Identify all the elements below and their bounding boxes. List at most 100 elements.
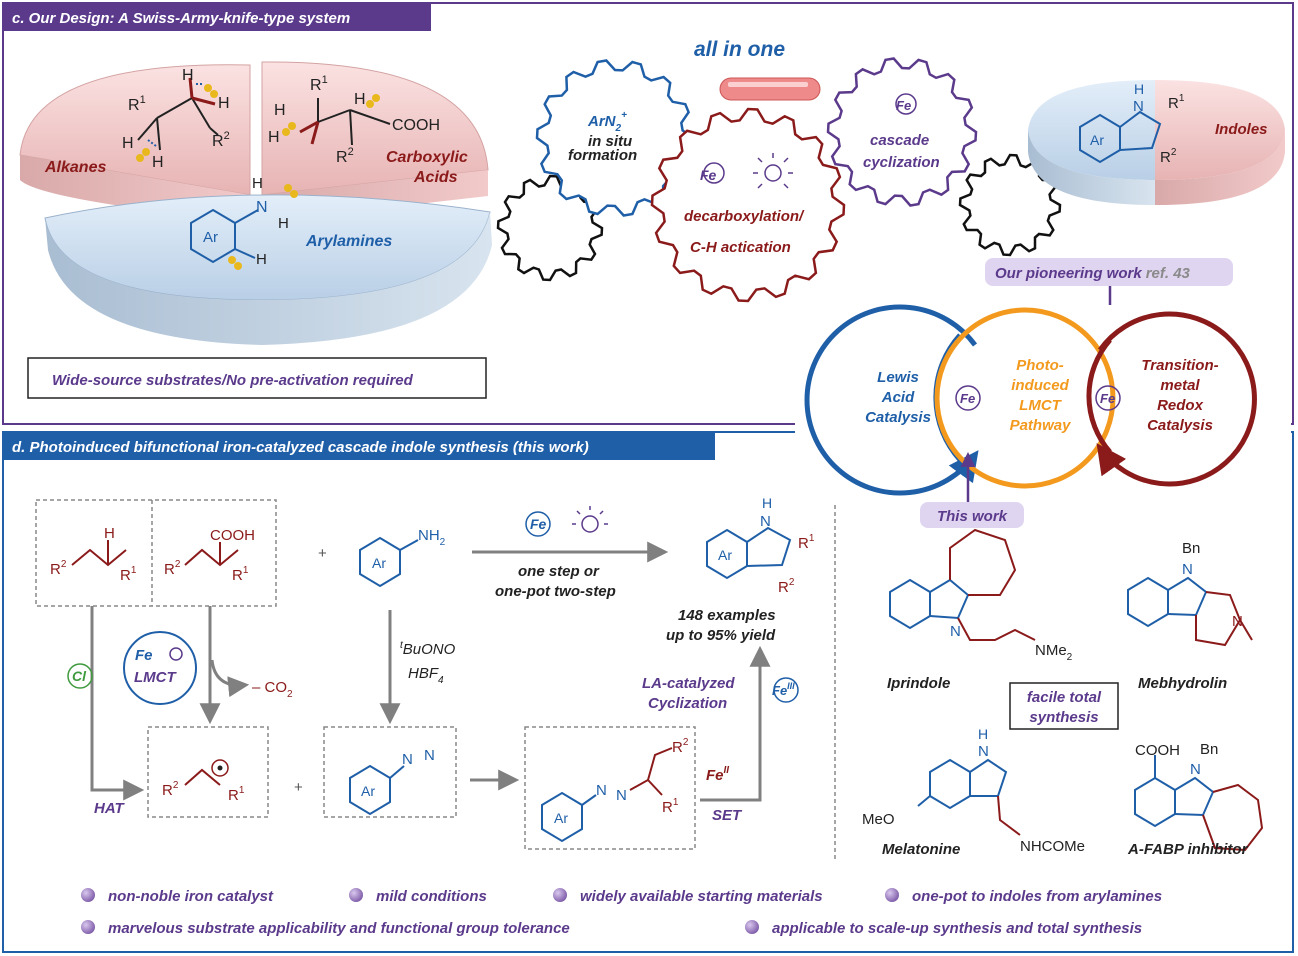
azo-r2: R2 — [672, 737, 689, 756]
prod-ar: Ar — [718, 547, 732, 563]
gear-red — [650, 107, 846, 303]
fe-cycle-icon-2 — [895, 93, 917, 115]
tbuono: tBuONO — [400, 640, 456, 658]
radical-r2: R2 — [162, 780, 179, 799]
diaz-n1: N — [402, 751, 413, 768]
bullet-3: widely available starting materials — [580, 888, 823, 905]
bullet-5: marvelous substrate applicability and fu… — [108, 920, 570, 937]
panel-d-title-bar — [3, 432, 715, 460]
arylamine-h1: H — [252, 175, 263, 192]
set-label: SET — [712, 807, 743, 824]
lmct-cycle — [934, 307, 1116, 489]
light-icon — [753, 153, 793, 189]
gear-purple-line1: cascade — [870, 132, 929, 149]
diaz-n2: N — [424, 747, 435, 764]
gear-blue-line1: ArN2+ — [587, 110, 627, 134]
iprindole-structure — [889, 578, 970, 630]
radical — [184, 768, 221, 786]
this-work-tag — [920, 502, 1024, 528]
fe3-label: FeIII — [772, 681, 795, 698]
mel-h: H — [978, 726, 988, 742]
arylamine-h3: H — [256, 251, 267, 268]
photo-3: LMCT — [1019, 397, 1062, 414]
alkane-d — [71, 540, 239, 567]
alkane-r1: R1 — [128, 94, 146, 114]
mebhydrolin-structure — [1127, 576, 1208, 628]
d-acid-r1: R1 — [232, 565, 249, 584]
hbf4: HBF4 — [408, 665, 444, 686]
lewis-3: Catalysis — [865, 409, 931, 426]
d-aryl-ar: Ar — [372, 555, 386, 571]
redox-cycle — [1096, 311, 1257, 487]
d-alkane-h: H — [104, 525, 115, 542]
la-label-1: LA-catalyzed — [642, 675, 735, 692]
mech-arrows — [90, 606, 771, 802]
gear-purple-line2: cyclization — [863, 154, 940, 171]
lewis-2: Acid — [881, 389, 915, 406]
hat-label: HAT — [94, 800, 126, 817]
radical-orbital — [211, 759, 229, 777]
photo-2: induced — [1011, 377, 1069, 394]
iprindole-nme2: NMe2 — [1035, 642, 1073, 663]
bullet-6: applicable to scale-up synthesis and tot… — [772, 920, 1142, 937]
fe-label-redox: Fe — [1100, 391, 1115, 406]
indole-ar: Ar — [1090, 132, 1104, 148]
alkane-structure — [137, 77, 219, 151]
d-aryl-nh2: NH2 — [418, 527, 446, 548]
afabp-cooh: COOH — [1135, 742, 1180, 759]
arylamine-h2: H — [278, 215, 289, 232]
co2-label: – CO2 — [252, 679, 293, 700]
scissors-icon — [136, 84, 380, 270]
lmct-light-icon — [169, 647, 183, 661]
acid-h3: H — [354, 91, 366, 108]
afabp-structure — [1134, 755, 1215, 828]
panel-c-title: c. Our Design: A Swiss-Army-knife-type s… — [12, 10, 350, 27]
indole-h: H — [1134, 81, 1144, 97]
alkane-h-right: H — [218, 95, 230, 112]
prod-h: H — [762, 495, 772, 511]
indole-product — [706, 526, 792, 580]
diaz-ar: Ar — [361, 783, 375, 799]
acid-r1: R1 — [310, 74, 328, 94]
acid-structure — [299, 98, 391, 146]
arylamine-d — [359, 536, 419, 588]
tm-2: metal — [1160, 377, 1200, 394]
cl-cycle-icon — [67, 663, 93, 689]
panel-d-title: d. Photoinduced bifunctional iron-cataly… — [12, 439, 589, 456]
bullet-2: mild conditions — [376, 888, 487, 905]
alkane-r2: R2 — [212, 130, 230, 150]
gear-cluster — [496, 57, 1062, 303]
tm-4: Catalysis — [1147, 417, 1213, 434]
note-box — [27, 357, 487, 399]
label-acids: Acids — [413, 169, 458, 186]
indoles-disk — [1028, 80, 1285, 205]
azo-adduct — [541, 791, 597, 843]
d-light-icon — [572, 506, 608, 533]
mel-nhcome: NHCOMe — [1020, 838, 1085, 855]
cycles-bg — [795, 305, 1291, 460]
note-text: Wide-source substrates/No pre-activation… — [52, 372, 414, 389]
examples: 148 examples — [678, 607, 776, 624]
bullet-4: one-pot to indoles from arylamines — [912, 888, 1162, 905]
gear-red-line1: decarboxylation/ — [684, 208, 805, 225]
afabp-label: A-FABP inhibitor — [1127, 841, 1249, 858]
dashed-boxes — [35, 499, 836, 860]
all-in-one: all in one — [694, 38, 785, 61]
iprindole-label: Iprindole — [887, 675, 950, 692]
arylamine-ar: Ar — [203, 229, 218, 246]
d-alkane-r1: R1 — [120, 565, 137, 584]
fe3-cycle-icon — [773, 677, 799, 703]
acid-r2: R2 — [336, 146, 354, 166]
fe-label-lewis: Fe — [960, 391, 975, 406]
bullets: non-noble iron catalyst mild conditions … — [81, 888, 1162, 937]
radical-r1: R1 — [228, 785, 245, 804]
mel-meo: MeO — [862, 811, 895, 828]
label-alkanes: Alkanes — [44, 159, 106, 176]
this-work-text: This work — [937, 508, 1008, 525]
pioneering-tag — [985, 258, 1233, 286]
gear-red-fe: Fe — [700, 167, 717, 183]
d-acid-r2: R2 — [164, 559, 181, 578]
facile-1: facile total — [1027, 689, 1102, 706]
label-carboxylic: Carboxylic — [386, 149, 468, 166]
